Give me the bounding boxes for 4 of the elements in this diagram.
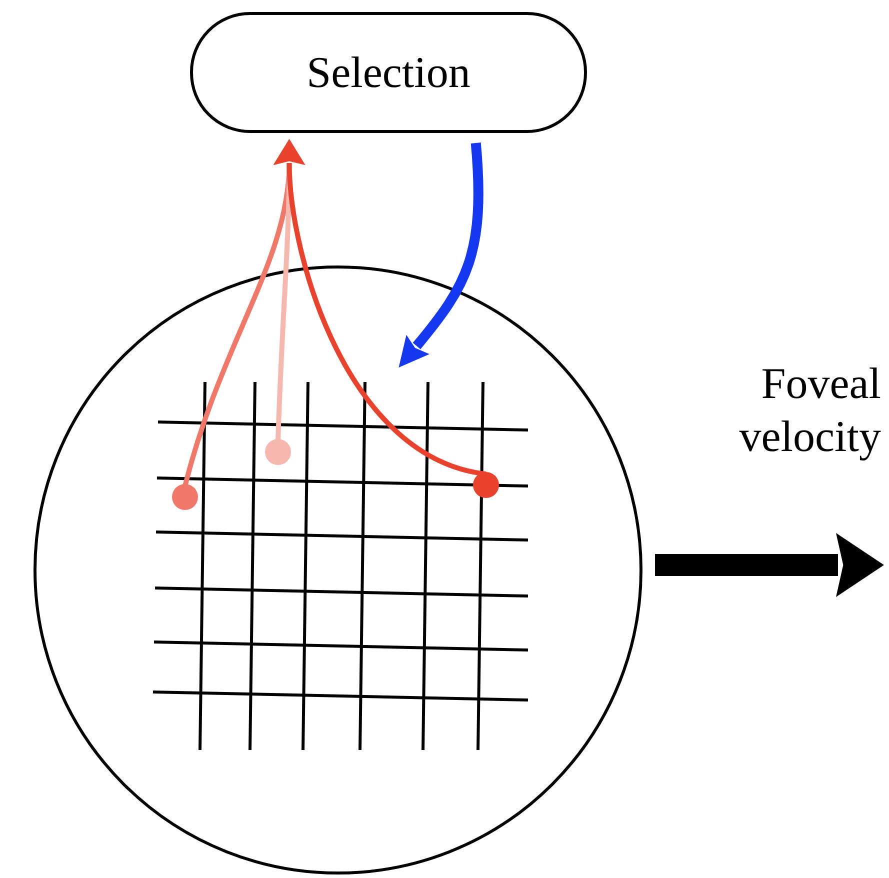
- arrow: [398, 142, 484, 368]
- arrow: [273, 139, 487, 476]
- terminal-box: Selection: [190, 12, 587, 133]
- arrow: [655, 533, 884, 597]
